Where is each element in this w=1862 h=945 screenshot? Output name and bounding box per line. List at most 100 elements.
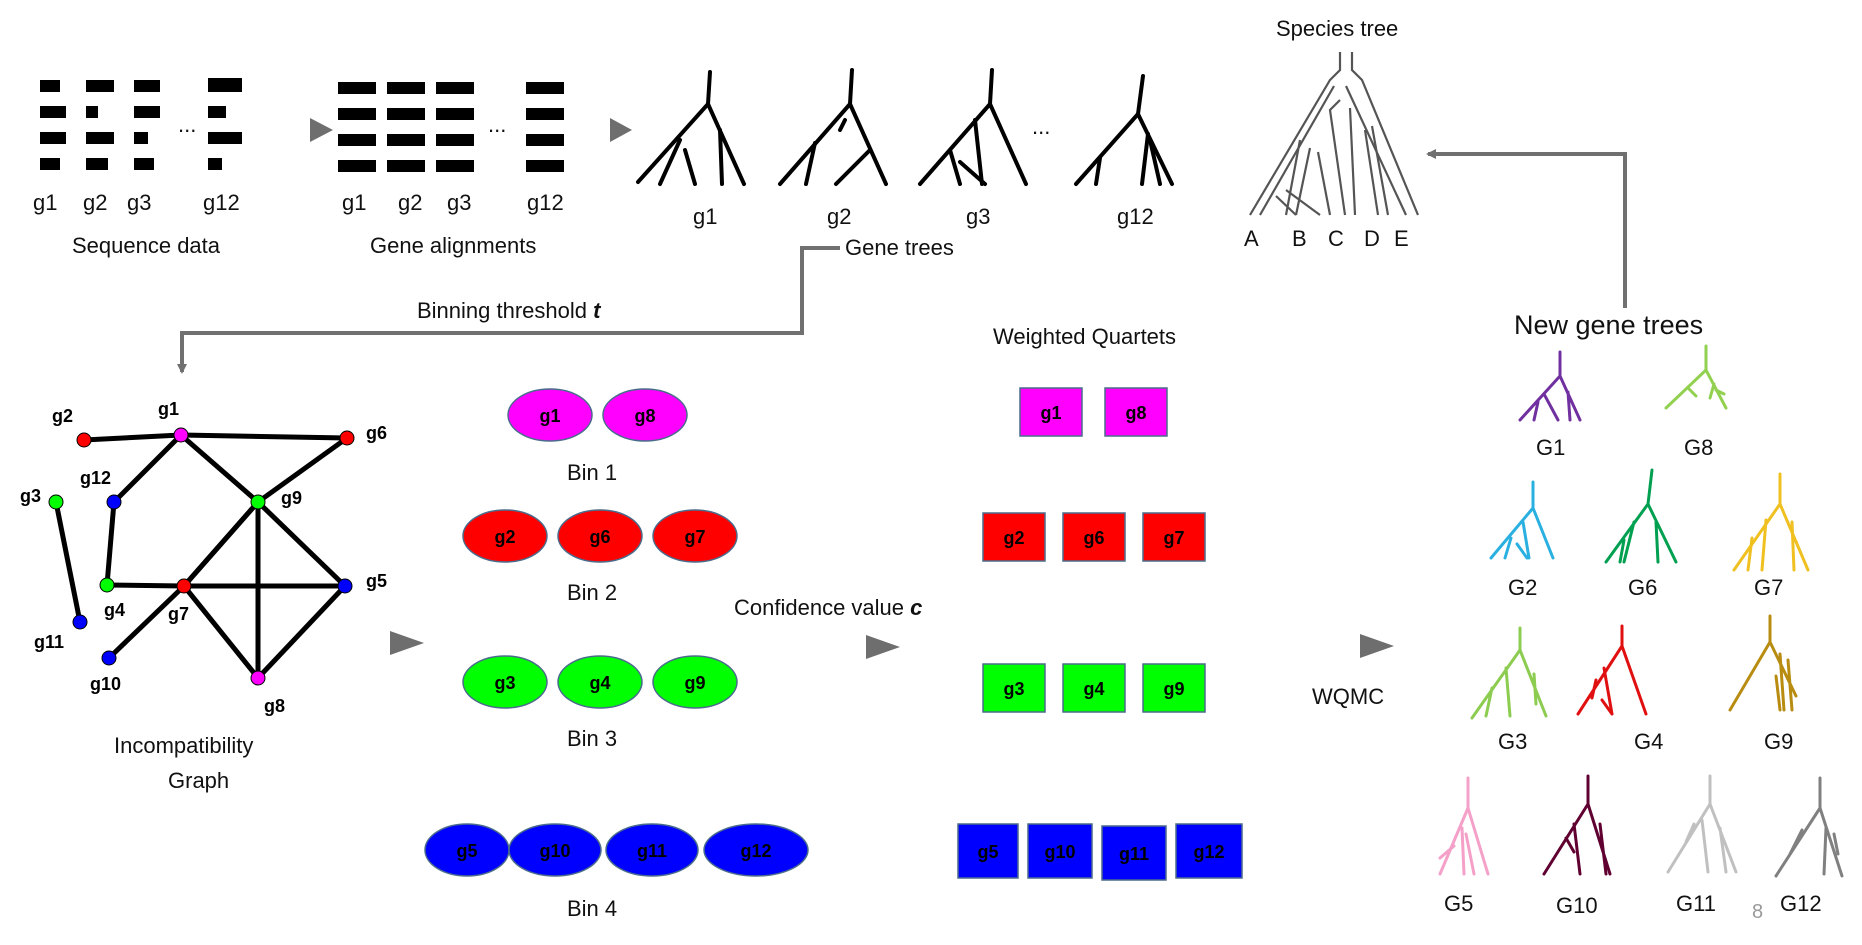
arrow-to-quartets bbox=[812, 635, 900, 659]
page-number: 8 bbox=[1752, 901, 1763, 923]
new-gene-tree-g1 bbox=[1518, 350, 1582, 422]
quartet-label: g10 bbox=[1044, 842, 1075, 862]
new-gene-tree-label: G11 bbox=[1676, 891, 1716, 916]
bin-gene-label: g8 bbox=[634, 406, 655, 426]
new-gene-tree-label: G12 bbox=[1780, 891, 1822, 916]
graph-node-label: g5 bbox=[366, 571, 387, 591]
taxon-label: D bbox=[1364, 226, 1380, 251]
new-gene-tree-label: G6 bbox=[1628, 575, 1657, 600]
bin-gene-label: g1 bbox=[539, 406, 560, 426]
new-gene-tree-label: G4 bbox=[1634, 729, 1663, 754]
bin-gene-oval bbox=[507, 388, 593, 442]
graph-node-g5 bbox=[337, 578, 353, 594]
bin-gene-oval bbox=[652, 655, 738, 709]
graph-node-g8 bbox=[250, 670, 266, 686]
graph-node-label: g7 bbox=[168, 604, 189, 624]
species-tree-title: Species tree bbox=[1276, 16, 1398, 41]
gene-tree-label: g1 bbox=[693, 204, 717, 229]
graph-node-g1 bbox=[173, 427, 189, 443]
bin-gene-label: g3 bbox=[494, 673, 515, 693]
species-tree-connector bbox=[1426, 149, 1627, 308]
gene-tree-g2 bbox=[778, 68, 888, 186]
sequence-caption: Sequence data bbox=[72, 233, 221, 258]
new-gene-tree-g7 bbox=[1732, 472, 1810, 572]
taxon-label: E bbox=[1394, 226, 1409, 251]
sequence-ellipsis: ... bbox=[178, 112, 196, 137]
new-gene-tree-g5 bbox=[1438, 776, 1490, 876]
quartet-label: g7 bbox=[1163, 528, 1184, 548]
graph-node-label: g12 bbox=[80, 468, 111, 488]
bin-gene-oval bbox=[462, 509, 548, 563]
new-gene-tree-label: G3 bbox=[1498, 729, 1527, 754]
quartets-panel bbox=[957, 387, 1243, 881]
bin-gene-label: g9 bbox=[684, 673, 705, 693]
quartet-square bbox=[1175, 823, 1243, 879]
quartet-square bbox=[982, 663, 1046, 713]
quartet-square bbox=[1062, 663, 1126, 713]
quartets-title: Weighted Quartets bbox=[993, 324, 1176, 349]
graph-node-g10 bbox=[101, 650, 117, 666]
new-gene-tree-g6 bbox=[1604, 468, 1678, 564]
quartet-square bbox=[1142, 512, 1206, 562]
new-gene-tree-label: G5 bbox=[1444, 891, 1473, 916]
graph-node-label: g2 bbox=[52, 406, 73, 426]
alignment-gene-label: g2 bbox=[398, 190, 422, 215]
new-gene-tree-g9 bbox=[1728, 614, 1798, 712]
wqmc-label: WQMC bbox=[1312, 684, 1384, 709]
quartet-label: g11 bbox=[1119, 844, 1149, 864]
quartet-square bbox=[1101, 825, 1167, 881]
alignment-bars bbox=[338, 82, 564, 172]
quartet-square bbox=[1142, 663, 1206, 713]
species-tree-panel: Species tree A B C D E bbox=[1244, 16, 1420, 251]
bin-gene-oval bbox=[557, 655, 643, 709]
graph-node-g3 bbox=[48, 494, 64, 510]
sequence-gene-label: g1 bbox=[33, 190, 57, 215]
gene-trees-caption: Gene trees bbox=[845, 235, 954, 260]
graph-edges bbox=[53, 432, 349, 680]
sequence-gene-label: g12 bbox=[203, 190, 240, 215]
graph-node-g11 bbox=[72, 614, 88, 630]
quartet-label: g6 bbox=[1083, 528, 1104, 548]
sequence-bars bbox=[40, 78, 242, 170]
species-tree-drawing bbox=[1249, 52, 1420, 216]
binning-threshold-label: Binning threshold t bbox=[417, 298, 602, 323]
graph-node-g2 bbox=[76, 432, 92, 448]
quartet-label: g1 bbox=[1040, 403, 1061, 423]
quartet-label: g9 bbox=[1163, 679, 1184, 699]
new-gene-tree-g8 bbox=[1664, 344, 1728, 410]
taxon-label: C bbox=[1328, 226, 1344, 251]
graph-nodes bbox=[48, 427, 355, 686]
quartet-square bbox=[1062, 512, 1126, 562]
quartet-label: g12 bbox=[1193, 842, 1224, 862]
binning-connector bbox=[177, 246, 840, 374]
new-gene-tree-g4 bbox=[1576, 624, 1648, 716]
alignment-gene-label: g3 bbox=[447, 190, 471, 215]
new-gene-tree-g3 bbox=[1470, 626, 1548, 720]
bin-gene-label: g10 bbox=[539, 841, 570, 861]
quartet-label: g3 bbox=[1003, 679, 1024, 699]
graph-caption-line2: Graph bbox=[168, 768, 229, 793]
new-gene-tree-label: G8 bbox=[1684, 435, 1713, 460]
bin-gene-oval bbox=[605, 823, 699, 877]
bin-label: Bin 1 bbox=[567, 460, 617, 485]
bin-gene-label: g2 bbox=[494, 527, 515, 547]
gene-tree-label: g3 bbox=[966, 204, 990, 229]
bin-gene-oval bbox=[652, 509, 738, 563]
bin-gene-labels: g1 g8 g2 g6 g7 g3 g4 g9 g5 g10 g11 g12 bbox=[456, 406, 771, 861]
arrow-to-new-gene-trees bbox=[1306, 634, 1394, 658]
bin-label: Bin 3 bbox=[567, 726, 617, 751]
bin-2 bbox=[462, 509, 738, 563]
quartet-label: g4 bbox=[1083, 679, 1104, 699]
gene-tree-g12 bbox=[1074, 74, 1174, 186]
graph-node-label: g8 bbox=[264, 696, 285, 716]
alignment-gene-label: g12 bbox=[527, 190, 564, 215]
graph-node-label: g3 bbox=[20, 486, 41, 506]
arrow-to-gene-trees bbox=[572, 118, 632, 142]
new-gene-tree-g10 bbox=[1542, 774, 1612, 876]
bins-panel bbox=[424, 388, 809, 877]
graph-node-label: g6 bbox=[366, 423, 387, 443]
graph-node-label: g1 bbox=[158, 399, 179, 419]
new-gene-trees-title: New gene trees bbox=[1514, 310, 1703, 340]
